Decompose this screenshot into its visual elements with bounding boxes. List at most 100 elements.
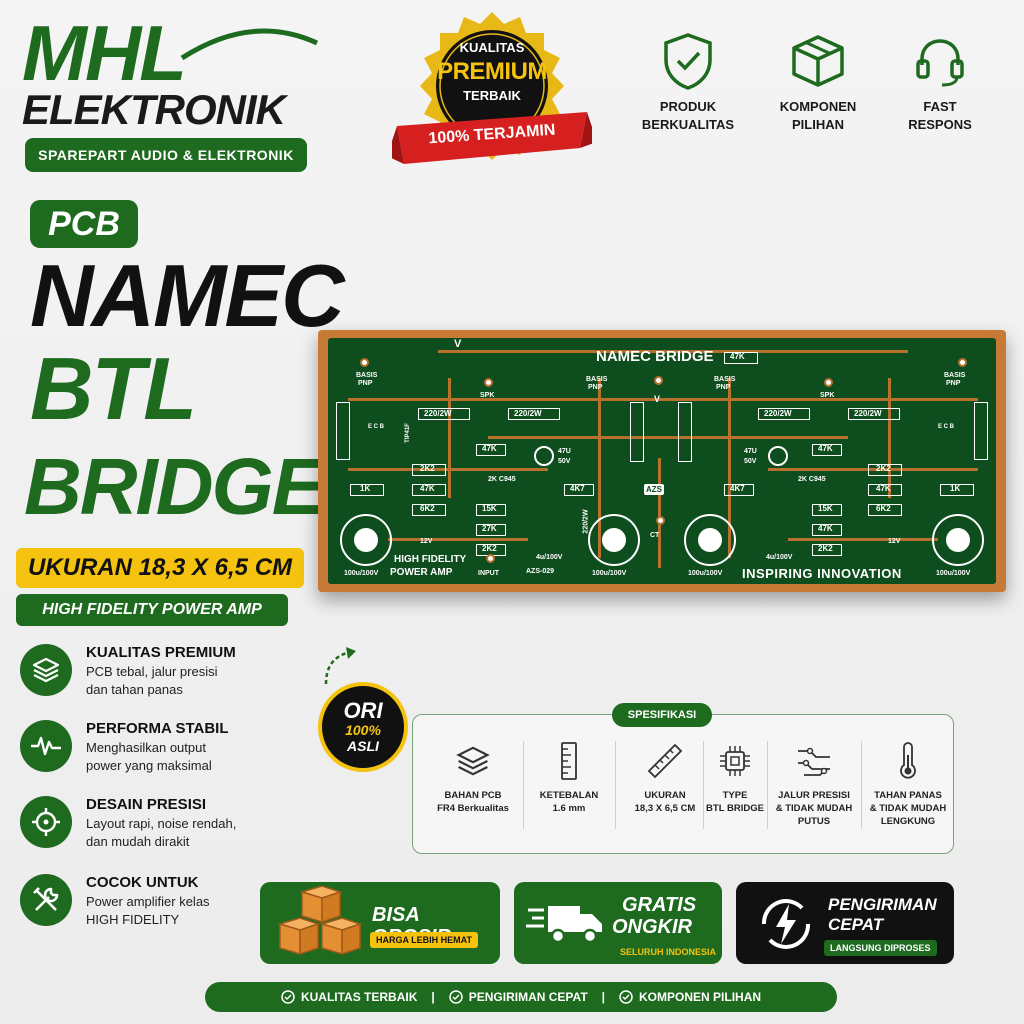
board-cap47: 47U xyxy=(744,448,757,455)
board-r2k2: 2K2 xyxy=(482,544,497,553)
logo-brand: MHL xyxy=(22,9,187,97)
feature-kualitas: KUALITAS PREMIUM PCB tebal, jalur presis… xyxy=(20,644,320,714)
board-basis: BASIS xyxy=(586,376,608,383)
board-cap-left: 100u/100V xyxy=(344,570,379,577)
check-circle-icon xyxy=(449,990,463,1004)
banner-pengiriman: PENGIRIMAN CEPAT LANGSUNG DIPROSES xyxy=(736,882,954,964)
check-circle-icon xyxy=(281,990,295,1004)
footer-bar: KUALITAS TERBAIK | PENGIRIMAN CEPAT | KO… xyxy=(205,982,837,1012)
banner-grosir: BISA GROSIR HARGA LEBIH HEMAT xyxy=(260,882,500,964)
ori-line1: ORI xyxy=(343,698,383,723)
ori-line3: ASLI xyxy=(347,738,379,754)
board-r4k7: 4K7 xyxy=(730,484,745,493)
banner-ongkir: GRATIS ONGKIR SELURUH INDONESIA xyxy=(514,882,722,964)
feature-desc: Layout rapi, noise rendah, xyxy=(86,816,237,831)
board-pnp: PNP xyxy=(588,384,603,391)
board-r2k2: 2K2 xyxy=(818,544,833,553)
feature-desain: DESAIN PRESISI Layout rapi, noise rendah… xyxy=(20,796,320,866)
spec-label: TYPE xyxy=(722,790,748,801)
board-c4u: 4u/100V xyxy=(536,554,563,561)
board-model: AZS-029 xyxy=(526,568,555,575)
check-circle-icon xyxy=(619,990,633,1004)
ruler-icon xyxy=(561,742,577,780)
board-v50: 50V xyxy=(744,458,757,465)
ori-line2: 100% xyxy=(345,722,381,738)
board-title: NAMEC BRIDGE xyxy=(596,348,714,365)
logo-sub: ELEKTRONIK xyxy=(22,86,286,133)
board-footer-left2: POWER AMP xyxy=(390,567,453,578)
title-line3: BRIDGE xyxy=(24,442,325,531)
feature-desc: dan tahan panas xyxy=(86,682,183,697)
board-pnp: PNP xyxy=(946,380,961,387)
pulse-icon xyxy=(31,736,61,756)
spec-item: TYPE BTL BRIDGE xyxy=(705,739,765,843)
board-cap47: 47U xyxy=(558,448,571,455)
boxes-icon xyxy=(277,886,363,956)
board-r220: 220/2W xyxy=(854,409,882,418)
feature-title: KUALITAS PREMIUM xyxy=(86,644,236,661)
board-v12: 12V xyxy=(888,538,901,545)
feature-desc: Menghasilkan output xyxy=(86,740,206,755)
board-r15k: 15K xyxy=(818,504,833,513)
board-r1k: 1K xyxy=(950,484,961,493)
footer-item: KOMPONEN PILIHAN xyxy=(639,990,762,1004)
headset-icon xyxy=(916,39,964,87)
board-ebc: E C B xyxy=(368,424,385,430)
banner-sub: LANGSUNG DIPROSES xyxy=(824,940,937,956)
badge-line3: TERBAIK xyxy=(463,88,521,103)
spec-title: SPESIFIKASI xyxy=(612,703,712,727)
banner-title2: ONGKIR xyxy=(612,916,692,938)
size-label: UKURAN 18,3 X 6,5 CM xyxy=(16,548,304,588)
board-c945: 2K C945 xyxy=(488,476,516,483)
board-basis: BASIS xyxy=(356,372,378,379)
board-r47k: 47K xyxy=(818,444,833,453)
chip-icon xyxy=(720,746,750,776)
spec-label: JALUR PRESISI xyxy=(778,790,850,801)
board-v50: 50V xyxy=(558,458,571,465)
feature-desc: power yang maksimal xyxy=(86,758,212,773)
board-r15k: 15K xyxy=(482,504,497,513)
footer-separator: | xyxy=(601,990,606,1004)
shield-check-icon xyxy=(664,33,712,90)
lightning-icon xyxy=(761,899,811,949)
title-line2: BTL xyxy=(30,339,197,438)
curved-arrow-icon xyxy=(324,647,356,685)
subtitle-label: HIGH FIDELITY POWER AMP xyxy=(16,594,288,626)
board-basis: BASIS xyxy=(714,376,736,383)
tools-icon xyxy=(33,887,59,911)
spec-label: & TIDAK MUDAH xyxy=(869,803,947,814)
board-spk: SPK xyxy=(480,392,495,399)
spec-label: BAHAN PCB xyxy=(444,790,502,801)
board-tip: TIP41F xyxy=(404,423,411,443)
layers-icon xyxy=(32,657,60,683)
feature-desc: dan mudah dirakit xyxy=(86,834,190,849)
layers-icon xyxy=(456,746,490,776)
board-pnp: PNP xyxy=(716,384,731,391)
spec-label: KETEBALAN xyxy=(539,790,599,801)
board-r6k2: 6K2 xyxy=(420,504,435,513)
pcb-surface: NAMEC BRIDGE 47K V BASIS PNP BASIS PNP B… xyxy=(328,338,996,584)
feature-desc: Power amplifier kelas xyxy=(86,894,210,909)
board-c945: 2K C945 xyxy=(798,476,826,483)
board-r220: 220/2W xyxy=(764,409,792,418)
spec-label: BTL BRIDGE xyxy=(706,803,764,814)
feature-title: DESAIN PRESISI xyxy=(86,796,207,813)
spec-label: PUTUS xyxy=(797,816,831,827)
feature-label: RESPONS xyxy=(908,117,972,132)
spec-label: & TIDAK MUDAH xyxy=(775,803,853,814)
board-r47k: 47K xyxy=(818,524,833,533)
feature-label: KOMPONEN xyxy=(779,99,857,114)
board-slogan: INSPIRING INNOVATION xyxy=(742,566,902,581)
board-ct: CT xyxy=(650,532,660,539)
board-c4u: 4u/100V xyxy=(766,554,793,561)
pcb-label: PCB xyxy=(30,200,138,248)
footer-item: KUALITAS TERBAIK xyxy=(300,990,418,1004)
ori-badge: ORI 100% ASLI xyxy=(318,682,408,772)
